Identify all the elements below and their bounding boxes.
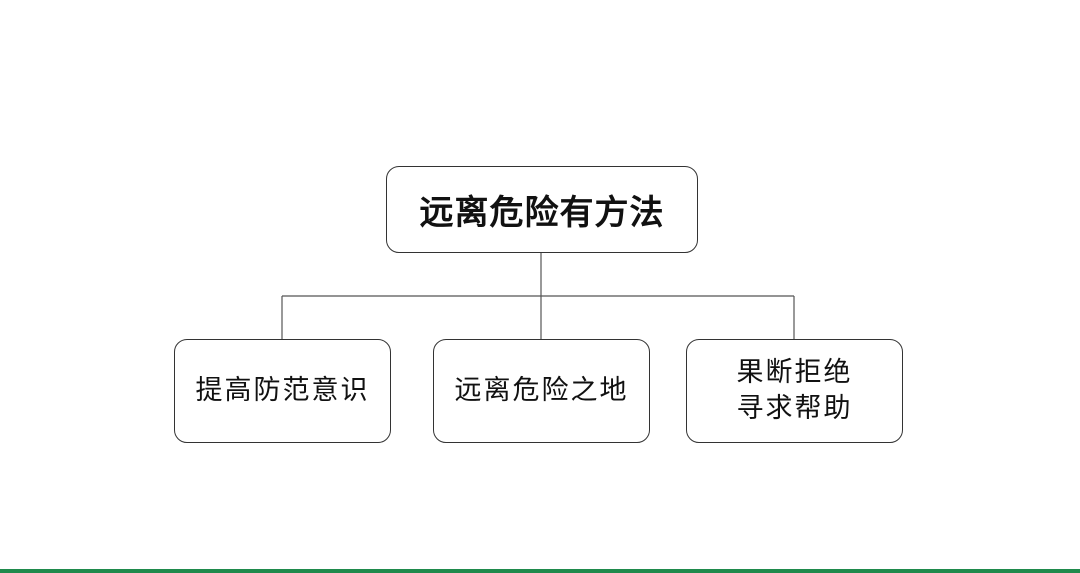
child-node-2-label: 远离危险之地 (454, 375, 629, 406)
root-node: 远离危险有方法 (386, 166, 698, 253)
root-node-label: 远离危险有方法 (419, 193, 665, 233)
child-node-1-label: 提高防范意识 (195, 375, 370, 406)
child-node-3: 果断拒绝 寻求帮助 (686, 339, 903, 443)
child-node-3-label-line-1: 果断拒绝 (736, 357, 853, 388)
child-node-3-label-line-2: 寻求帮助 (736, 393, 853, 424)
bottom-accent-bar (0, 569, 1080, 573)
child-node-2: 远离危险之地 (433, 339, 650, 443)
child-node-1: 提高防范意识 (174, 339, 391, 443)
